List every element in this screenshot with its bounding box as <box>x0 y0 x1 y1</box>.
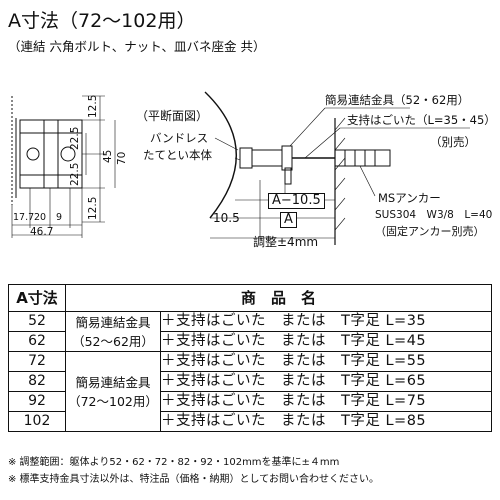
sold-separately: （別売） <box>430 135 476 149</box>
row-a: 52 <box>8 311 66 332</box>
group-range: （72～102用） <box>68 393 158 409</box>
dim-10-5: 10.5 <box>213 211 240 225</box>
group-label: 簡易連結金具 <box>75 374 151 390</box>
table-row: 82 ＋支持はごいた または T字足 L=65 <box>8 371 492 392</box>
table-row: 52 簡易連結金具 （52～62用） ＋支持はごいた または T字足 L=35 <box>8 311 492 352</box>
table-row: 102 ＋支持はごいた または T字足 L=85 <box>8 411 492 432</box>
dim-bottom-17-7: 17.7 <box>13 212 35 223</box>
plan-section-view <box>204 91 470 245</box>
section-label: （平断面図） <box>136 109 209 123</box>
anchor-label: MSアンカー <box>378 191 441 205</box>
anchor-spec: SUS304 W3/8 L=40 <box>375 209 493 221</box>
group-52-62: 簡易連結金具 （52～62用） <box>65 311 161 352</box>
band-label-1: バンドレス <box>150 131 209 145</box>
page-subtitle: （連結 六角ボルト、ナット、皿バネ座金 共） <box>8 39 266 54</box>
fitting-label: 簡易連結金具（52・62用） <box>325 93 470 107</box>
dim-right-upper: 22.5 <box>69 126 81 150</box>
note-adjust: ※ 調整範囲：躯体より52・62・72・82・92・102mmを基準に±４mm <box>8 457 340 468</box>
page-title: A寸法（72～102用） <box>8 10 196 32</box>
row-part: ＋支持はごいた または T字足 L=75 <box>160 391 492 412</box>
row-a: 102 <box>8 411 66 432</box>
row-part: ＋支持はごいた または T字足 L=35 <box>160 311 492 332</box>
note-custom: ※ 標準支持金具寸法以外は、特注品（価格・納期）としてお問い合わせください。 <box>8 474 379 485</box>
row-a: 82 <box>8 371 66 392</box>
header-product: 商 品 名 <box>65 284 492 312</box>
dim-bottom-20: 20 <box>34 212 47 223</box>
dim-a-minus: A−10.5 <box>268 193 325 209</box>
left-elevation-view <box>11 95 116 238</box>
row-a: 92 <box>8 391 66 412</box>
row-a: 72 <box>8 351 66 372</box>
group-label: 簡易連結金具 <box>75 314 151 330</box>
dim-right-top: 12.5 <box>87 94 99 118</box>
band-label-2: たてとい本体 <box>143 148 212 162</box>
group-72-102: 簡易連結金具 （72～102用） <box>65 351 161 432</box>
technical-drawing <box>11 91 470 245</box>
group-range: （52～62用） <box>72 333 154 349</box>
row-part: ＋支持はごいた または T字足 L=85 <box>160 411 492 432</box>
dim-45: 45 <box>102 149 114 163</box>
table-row: 72 簡易連結金具 （72～102用） ＋支持はごいた または T字足 L=55 <box>8 351 492 432</box>
dim-70: 70 <box>116 151 128 165</box>
row-part: ＋支持はごいた または T字足 L=65 <box>160 371 492 392</box>
header-a: A寸法 <box>8 284 66 312</box>
anchor-note: （固定アンカー別売） <box>375 225 485 238</box>
table-row: 62 ＋支持はごいた または T字足 L=45 <box>8 331 492 352</box>
row-a: 62 <box>8 331 66 352</box>
row-part: ＋支持はごいた または T字足 L=55 <box>160 351 492 372</box>
table-header-row: A寸法 商 品 名 <box>8 284 492 312</box>
spec-table: A寸法 商 品 名 52 簡易連結金具 （52～62用） ＋支持はごいた または… <box>8 284 492 432</box>
adjust-range: 調整±4mm <box>253 235 319 249</box>
dim-a: A <box>280 212 297 228</box>
dim-bottom-total: 46.7 <box>30 226 54 238</box>
dim-right-bottom: 12.5 <box>87 196 99 220</box>
support-label: 支持はごいた（L=35・45） <box>347 113 496 127</box>
dim-bottom-9: 9 <box>56 212 63 223</box>
row-part: ＋支持はごいた または T字足 L=45 <box>160 331 492 352</box>
dim-right-lower: 22.5 <box>69 162 81 186</box>
